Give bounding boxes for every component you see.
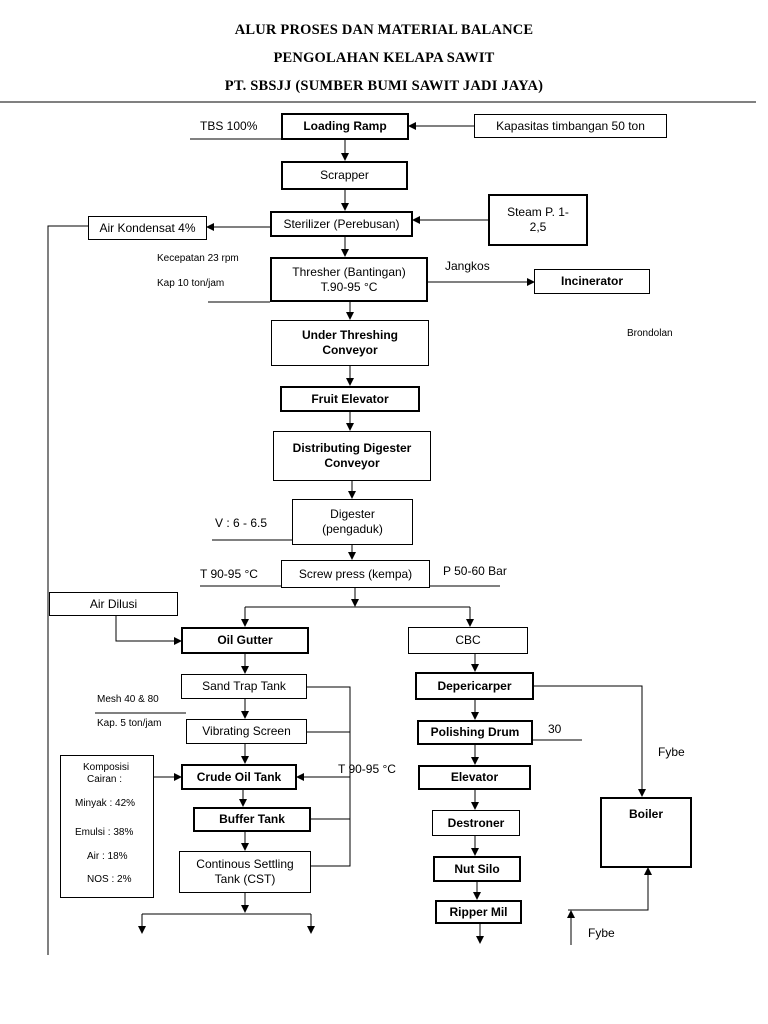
steam-box: Steam P. 1-2,5	[488, 194, 588, 246]
cbc-box: CBC	[408, 627, 528, 654]
screw-press-box: Screw press (kempa)	[281, 560, 430, 588]
komposisi-air: Air : 18%	[87, 851, 128, 862]
fybe-label-2: Fybe	[588, 926, 615, 940]
polishing-drum-box: Polishing Drum	[417, 720, 533, 745]
kap10-label: Kap 10 ton/jam	[157, 278, 225, 289]
arrow-depericarper-boiler	[534, 685, 646, 797]
jangkos-label: Jangkos	[445, 259, 490, 273]
komposisi-emulsi: Emulsi : 38%	[75, 827, 134, 838]
thresher-temp: T.90-95 °C	[320, 279, 378, 294]
komposisi-minyak: Minyak : 42%	[75, 798, 136, 809]
title-line-1: ALUR PROSES DAN MATERIAL BALANCE	[234, 22, 534, 38]
ripper-mil-box: Ripper Mil	[435, 900, 522, 924]
fybe-label-1: Fybe	[658, 745, 685, 759]
arrow-airdilusi-oilgutter	[115, 616, 182, 645]
sand-trap-box: Sand Trap Tank	[181, 674, 307, 699]
line-kondensat-down	[47, 225, 88, 955]
digester-box: Digester (pengaduk)	[292, 499, 413, 545]
komposisi-title: Komposisi	[83, 762, 130, 773]
sterilizer-box: Sterilizer (Perebusan)	[270, 211, 413, 237]
loading-ramp-box: Loading Ramp	[281, 113, 409, 140]
air-dilusi-box: Air Dilusi	[49, 592, 178, 616]
komposisi-nos: NOS : 2%	[87, 874, 132, 885]
depericarper-box: Depericarper	[415, 672, 534, 700]
distributing-box: Distributing Digester Conveyor	[273, 431, 431, 481]
t-screw-label: T 90-95 °C	[200, 567, 258, 581]
thresher-label: Thresher (Bantingan)	[292, 264, 406, 279]
elevator-box: Elevator	[418, 765, 531, 790]
mesh-label: Mesh 40 & 80	[97, 694, 159, 705]
destroner-box: Destroner	[432, 810, 520, 836]
cst-box: Continous Settling Tank (CST)	[179, 851, 311, 893]
digester-label: Digester	[330, 507, 375, 521]
title-line-3: PT. SBSJJ (SUMBER BUMI SAWIT JADI JAYA)	[224, 78, 544, 94]
boiler-box: Boiler	[600, 797, 692, 868]
digester-sub: (pengaduk)	[322, 522, 383, 536]
kecepatan-label: Kecepatan 23 rpm	[157, 253, 239, 264]
under-threshing-box: Under Threshing Conveyor	[271, 320, 429, 366]
fruit-elevator-box: Fruit Elevator	[280, 386, 420, 412]
tbs-label: TBS 100%	[200, 119, 258, 133]
komposisi-box: Komposisi Cairan : Minyak : 42% Emulsi :…	[60, 755, 154, 898]
air-kondensat-box: Air Kondensat 4%	[88, 216, 207, 240]
arrow-fybe-boiler	[568, 867, 652, 911]
nut-silo-box: Nut Silo	[433, 856, 521, 882]
v-label: V : 6 - 6.5	[215, 516, 268, 530]
p-screw-label: P 50-60 Bar	[443, 564, 507, 578]
kap5-label: Kap. 5 ton/jam	[97, 718, 162, 729]
vibrating-screen-box: Vibrating Screen	[186, 719, 307, 744]
oil-gutter-box: Oil Gutter	[181, 627, 309, 654]
brondolan-label: Brondolan	[627, 328, 673, 339]
incinerator-box: Incinerator	[534, 269, 650, 294]
kapasitas-box: Kapasitas timbangan 50 ton	[474, 114, 667, 138]
buffer-tank-box: Buffer Tank	[193, 807, 311, 832]
crude-oil-tank-box: Crude Oil Tank	[181, 764, 297, 790]
komposisi-subtitle: Cairan :	[87, 774, 123, 785]
title-line-2: PENGOLAHAN KELAPA SAWIT	[273, 50, 495, 66]
num30-label: 30	[548, 722, 562, 736]
thresher-box: Thresher (Bantingan) T.90-95 °C	[270, 257, 428, 302]
scrapper-box: Scrapper	[281, 161, 408, 190]
t-right-label: T 90-95 °C	[338, 762, 396, 776]
